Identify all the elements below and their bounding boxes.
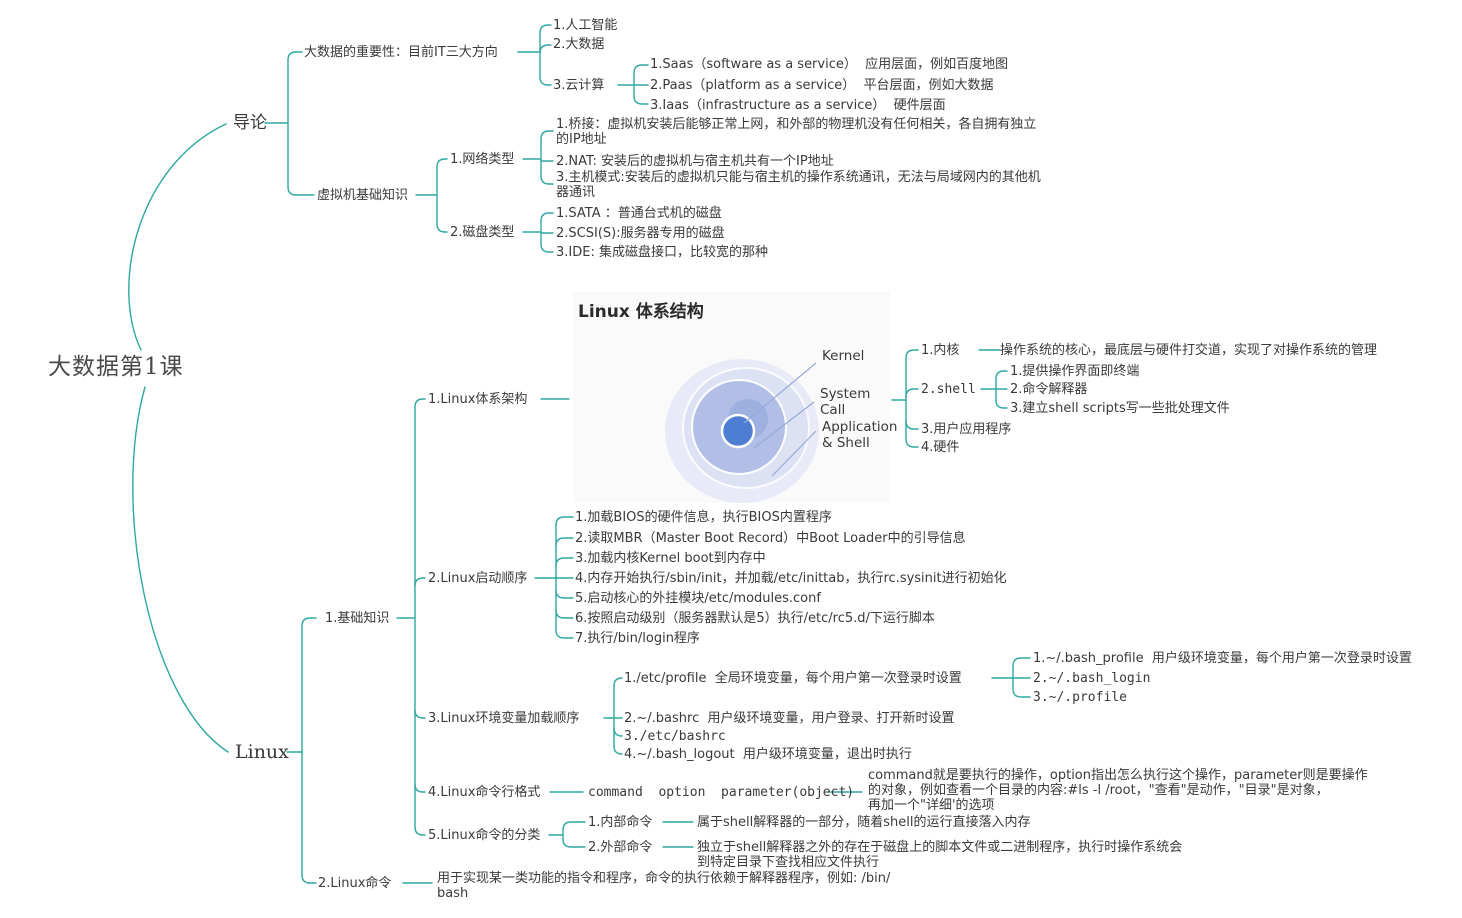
note-boot-2[interactable]: 2.读取MBR（Master Boot Record）中Boot Loader中…: [575, 531, 966, 546]
diagram-label-kernel: Kernel: [822, 348, 865, 364]
topic-internal-cmd[interactable]: 1.内部命令: [588, 815, 653, 830]
note-etc-bashrc[interactable]: 3./etc/bashrc: [624, 729, 726, 744]
topic-linux[interactable]: Linux: [235, 741, 289, 763]
topic-vm-basics[interactable]: 虚拟机基础知识: [317, 188, 409, 203]
note-boot-5[interactable]: 5.启动核心的外挂模块/etc/modules.conf: [575, 591, 821, 606]
note-kernel[interactable]: 操作系统的核心，最底层与硬件打交道，实现了对操作系统的管理: [1000, 343, 1378, 358]
note-shell-scripts[interactable]: 3.建立shell scripts写一些批处理文件: [1010, 401, 1230, 416]
note-ide[interactable]: 3.IDE: 集成磁盘接口，比较宽的那种: [556, 245, 768, 260]
note-shell-terminal[interactable]: 1.提供操作界面即终端: [1010, 364, 1140, 379]
note-bash-logout[interactable]: 4.~/.bash_logout 用户级环境变量，退出时执行: [624, 747, 912, 762]
topic-cmdline-format[interactable]: 4.Linux命令行格式: [428, 785, 541, 800]
note-profile[interactable]: 3.~/.profile: [1033, 690, 1127, 705]
topic-iaas[interactable]: 3.Iaas（infrastructure as a service） 硬件层面: [650, 98, 946, 113]
note-scsi[interactable]: 2.SCSI(S):服务器专用的磁盘: [556, 226, 725, 241]
diagram-label-syscall: System Call: [820, 386, 875, 418]
topic-intro[interactable]: 导论: [233, 113, 267, 133]
note-etc-profile[interactable]: 1./etc/profile 全局环境变量，每个用户第一次登录时设置: [624, 671, 962, 686]
note-cmdline-explain[interactable]: command就是要执行的操作，option指出怎么执行这个操作，paramet…: [868, 768, 1368, 813]
topic-kernel[interactable]: 1.内核: [921, 343, 960, 358]
note-shell-interpreter[interactable]: 2.命令解释器: [1010, 382, 1088, 397]
topic-saas[interactable]: 1.Saas（software as a service） 应用层面，例如百度地…: [650, 57, 1009, 72]
note-boot-3[interactable]: 3.加载内核Kernel boot到内存中: [575, 551, 766, 566]
note-boot-1[interactable]: 1.加载BIOS的硬件信息，执行BIOS内置程序: [575, 510, 832, 525]
note-internal-cmd[interactable]: 属于shell解释器的一部分，随着shell的运行直接落入内存: [697, 815, 1031, 830]
topic-paas[interactable]: 2.Paas（platform as a service） 平台层面，例如大数据: [650, 78, 994, 93]
topic-boot-order[interactable]: 2.Linux启动顺序: [428, 571, 528, 586]
linux-architecture-image[interactable]: Linux 体系结构 Kernel System Call Applicatio…: [573, 292, 897, 503]
topic-env-order[interactable]: 3.Linux环境变量加载顺序: [428, 711, 580, 726]
topic-ai[interactable]: 1.人工智能: [553, 18, 618, 33]
topic-user-apps[interactable]: 3.用户应用程序: [921, 422, 1012, 437]
note-nat[interactable]: 2.NAT: 安装后的虚拟机与宿主机共有一个IP地址: [556, 154, 834, 169]
topic-importance[interactable]: 大数据的重要性：目前IT三大方向: [304, 45, 498, 60]
topic-disk-type[interactable]: 2.磁盘类型: [450, 225, 515, 240]
note-boot-6[interactable]: 6.按照启动级别（服务器默认是5）执行/etc/rc5.d/下运行脚本: [575, 611, 935, 626]
note-linux-commands[interactable]: 用于实现某一类功能的指令和程序，命令的执行依赖于解释器程序，例如: /bin/ …: [437, 871, 891, 901]
note-bashrc[interactable]: 2.~/.bashrc 用户级环境变量，用户登录、打开新时设置: [624, 711, 955, 726]
note-boot-7[interactable]: 7.执行/bin/login程序: [575, 631, 700, 646]
note-bash-login[interactable]: 2.~/.bash_login: [1033, 671, 1151, 686]
diagram-label-appshell: Application & Shell: [822, 419, 898, 451]
topic-arch[interactable]: 1.Linux体系架构: [428, 392, 528, 407]
topic-hardware[interactable]: 4.硬件: [921, 440, 960, 455]
note-hostonly[interactable]: 3.主机模式:安装后的虚拟机只能与宿主机的操作系统通讯，无法与局域网内的其他机 …: [556, 170, 1041, 200]
note-cmdline-syntax[interactable]: command option parameter(object): [588, 785, 855, 800]
topic-cloud[interactable]: 3.云计算: [553, 78, 605, 93]
root-topic[interactable]: 大数据第1课: [48, 354, 184, 380]
note-bash-profile[interactable]: 1.~/.bash_profile 用户级环境变量，每个用户第一次登录时设置: [1033, 651, 1412, 666]
note-bridge[interactable]: 1.桥接：虚拟机安装后能够正常上网，和外部的物理机没有任何相关，各自拥有独立 的…: [556, 117, 1037, 147]
topic-cmd-class[interactable]: 5.Linux命令的分类: [428, 828, 541, 843]
note-external-cmd[interactable]: 独立于shell解释器之外的存在于磁盘上的脚本文件或二进制程序，执行时操作系统会…: [697, 840, 1183, 870]
note-sata[interactable]: 1.SATA ：普通台式机的磁盘: [556, 206, 722, 221]
topic-linux-commands[interactable]: 2.Linux命令: [318, 876, 392, 891]
topic-external-cmd[interactable]: 2.外部命令: [588, 840, 653, 855]
topic-basics[interactable]: 1.基础知识: [325, 611, 390, 626]
architecture-rings-graphic: [665, 359, 819, 503]
topic-network-type[interactable]: 1.网络类型: [450, 152, 515, 167]
note-boot-4[interactable]: 4.内存开始执行/sbin/init，并加载/etc/inittab，执行rc.…: [575, 571, 1007, 586]
topic-shell[interactable]: 2.shell: [921, 382, 976, 397]
diagram-title: Linux 体系结构: [578, 302, 704, 322]
topic-bigdata[interactable]: 2.大数据: [553, 37, 605, 52]
